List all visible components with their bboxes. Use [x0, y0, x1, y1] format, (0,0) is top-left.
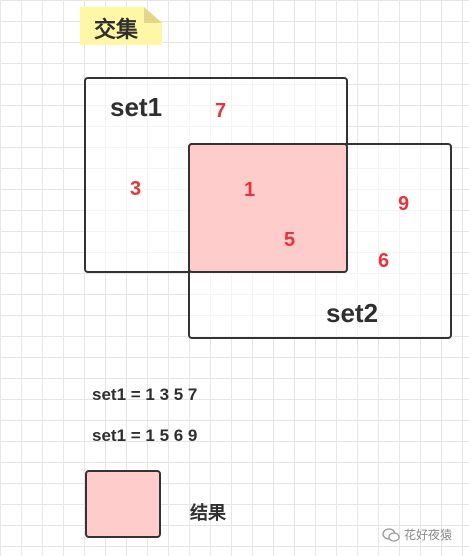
legend-label: 结果 [190, 503, 226, 523]
watermark-text: 花好夜猿 [404, 528, 453, 542]
set1-label: set1 [110, 92, 163, 122]
element-5: 5 [284, 229, 296, 251]
element-3: 3 [130, 178, 142, 200]
element-6: 6 [378, 250, 390, 272]
wechat-icon [382, 527, 400, 542]
diagram-title: 交集 [94, 17, 139, 42]
watermark: 花好夜猿 [382, 526, 452, 543]
caption-set2: set1 = 1 5 6 9 [92, 426, 198, 445]
legend-swatch [85, 470, 161, 538]
element-1: 1 [244, 179, 256, 201]
caption-set1: set1 = 1 3 5 7 [92, 385, 198, 404]
intersection-region [188, 143, 348, 273]
element-7: 7 [215, 100, 227, 122]
element-9: 9 [398, 193, 410, 215]
set2-label: set2 [326, 298, 379, 328]
